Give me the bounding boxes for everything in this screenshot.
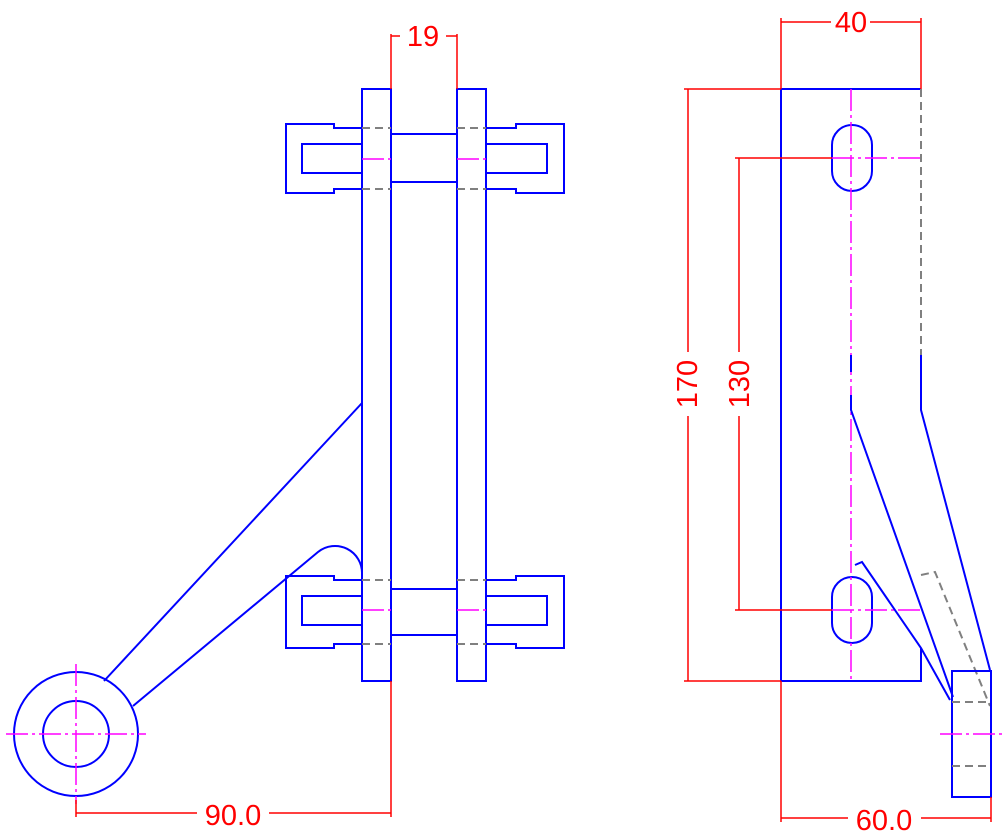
dim-side-hole-spacing: 130 (724, 157, 832, 611)
side-hidden-arm (920, 570, 991, 707)
dim-front-offset: 90.0 (75, 681, 392, 832)
side-slot-centerlines (832, 157, 921, 611)
dim-side-height-label: 170 (672, 360, 704, 408)
bottom-hidden-lines (362, 579, 486, 645)
dim-front-gap: 19 (390, 21, 458, 89)
front-view: 19 90.0 (6, 21, 565, 832)
side-boss-hidden (952, 701, 991, 767)
bottom-right-clamp-slot (486, 595, 548, 626)
top-spacer (391, 133, 457, 183)
top-left-clamp-slot (301, 143, 362, 174)
dim-side-offset: 60.0 (780, 681, 992, 837)
arm-lower-edge (132, 545, 364, 707)
side-arm-left-edge (850, 355, 954, 698)
side-arm-inner-edge (854, 560, 951, 701)
top-hidden-lines (362, 127, 486, 190)
dim-side-hole-spacing-label: 130 (724, 360, 756, 408)
dim-side-height: 170 (672, 88, 781, 682)
dim-side-width-label: 40 (835, 7, 867, 39)
side-view: 40 170 130 60.0 (672, 7, 1003, 837)
top-right-clamp-slot (486, 143, 548, 174)
side-arm-right-edge (920, 355, 991, 671)
dim-front-offset-label: 90.0 (205, 800, 261, 832)
top-left-clamp (285, 123, 362, 194)
right-plate (456, 88, 487, 682)
left-plate (361, 88, 392, 682)
bottom-left-clamp (285, 575, 362, 649)
arm-upper-edge (103, 402, 363, 682)
bottom-spacer (391, 588, 457, 636)
bottom-right-clamp (486, 575, 565, 649)
eye-centerlines (6, 664, 146, 804)
bottom-left-clamp-slot (301, 595, 362, 626)
dim-side-width: 40 (780, 7, 922, 89)
dim-side-offset-label: 60.0 (856, 805, 912, 837)
dim-front-gap-label: 19 (407, 21, 439, 53)
top-right-clamp (486, 123, 565, 194)
